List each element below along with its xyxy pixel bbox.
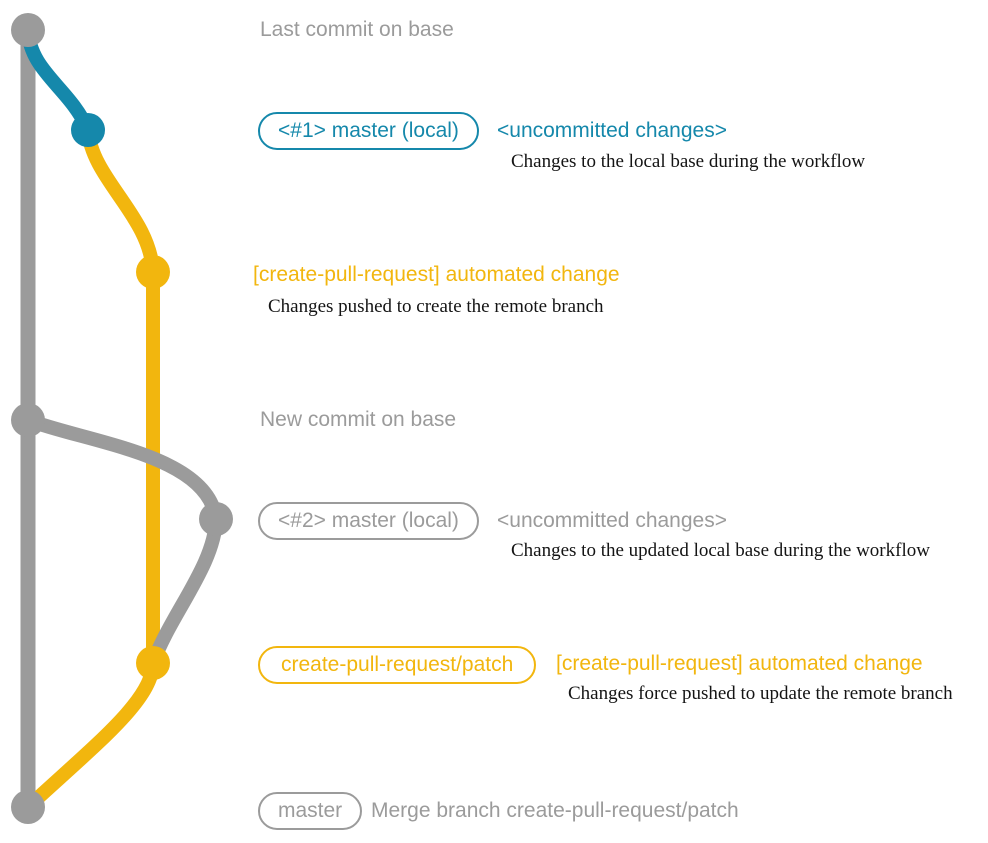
branch-off-base-edge bbox=[21, 23, 95, 137]
master-local-1-badge: <#1> master (local) bbox=[258, 112, 479, 150]
commit-uncommitted-2-node bbox=[199, 502, 233, 536]
uncommitted-changes-2-detail: Changes to the updated local base during… bbox=[511, 540, 930, 561]
last-commit-on-base-label: Last commit on base bbox=[260, 18, 454, 41]
automated-change-1-detail: Changes pushed to create the remote bran… bbox=[268, 296, 604, 317]
create-pull-request-patch-badge: create-pull-request/patch bbox=[258, 646, 537, 684]
new-base-branch-edge bbox=[21, 413, 223, 526]
automated-change-2-heading: [create-pull-request] automated change bbox=[556, 652, 923, 675]
master-local-2-badge: <#2> master (local) bbox=[258, 502, 479, 540]
commit-new-base-node bbox=[11, 403, 45, 437]
uncommitted-changes-1-detail: Changes to the local base during the wor… bbox=[511, 151, 866, 172]
commit-automated-2-node bbox=[136, 646, 170, 680]
automated-change-2-detail: Changes force pushed to update the remot… bbox=[568, 683, 953, 704]
merge-to-master-edge bbox=[21, 656, 160, 814]
merge-branch-label: Merge branch create-pull-request/patch bbox=[371, 799, 739, 822]
commit-uncommitted-1-node bbox=[71, 113, 105, 147]
uncommitted-changes-2-heading: <uncommitted changes> bbox=[497, 509, 727, 532]
master-badge: master bbox=[258, 792, 363, 830]
commit-merge-node bbox=[11, 790, 45, 824]
uncommitted-to-patch-edge bbox=[81, 123, 160, 279]
uncommitted-changes-1-heading: <uncommitted changes> bbox=[497, 119, 727, 142]
commit-last-base-node bbox=[11, 13, 45, 47]
commit-automated-1-node bbox=[136, 255, 170, 289]
rebase-to-patch-edge bbox=[146, 512, 223, 670]
new-commit-on-base-label: New commit on base bbox=[260, 408, 457, 431]
automated-change-1-heading: [create-pull-request] automated change bbox=[253, 263, 620, 286]
